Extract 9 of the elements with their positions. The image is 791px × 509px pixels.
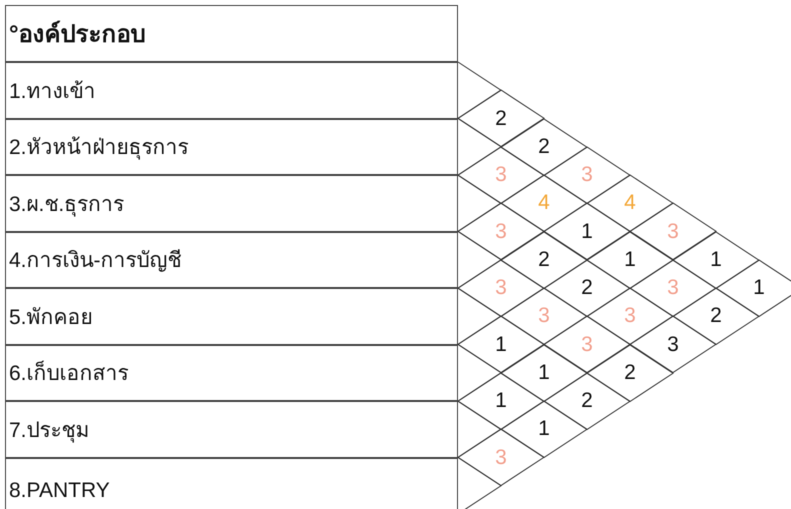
table-row: 4.การเงิน-การบัญชี [5,232,458,288]
table-row: 7.ประชุม [5,401,458,458]
table-row: 1.ทางเข้า [5,62,458,118]
table-row: 2.หัวหน้าฝ่ายธุรการ [5,118,458,175]
table-row: 6.เก็บเอกสาร [5,344,458,401]
table-row: 5.พักคอย [5,288,458,344]
table-row: 3.ผ.ช.ธุรการ [5,175,458,232]
header-cell: °องค์ประกอบ [5,5,458,62]
table-row: 8.PANTRY [5,458,458,509]
